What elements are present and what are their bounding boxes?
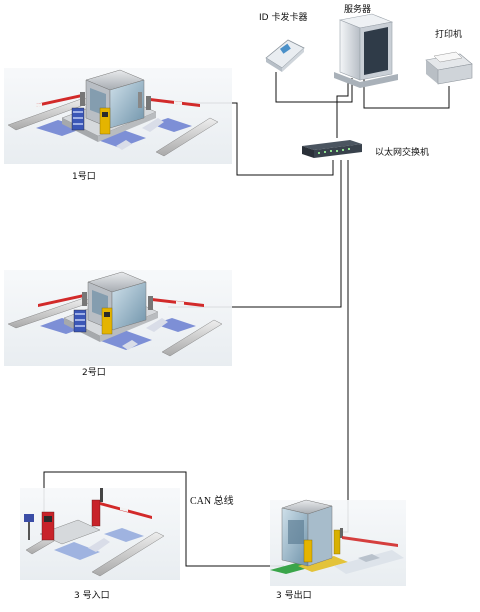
gate1-label: 1号口: [72, 172, 96, 182]
can-bus-label: CAN 总线: [190, 496, 234, 507]
ethernet-switch-device: [302, 140, 362, 158]
gate1-illustration: [4, 68, 232, 164]
id-card-issuer-device: [265, 39, 305, 72]
id-card-issuer-label: ID 卡发卡器: [259, 13, 308, 23]
printer-device: [425, 51, 473, 85]
gate3-entry-label: 3 号入口: [74, 591, 110, 601]
printer-label: 打印机: [435, 30, 463, 40]
gate2-label: 2号口: [82, 368, 106, 378]
gate3-exit-illustration: [270, 499, 406, 586]
gate3-exit-label: 3 号出口: [276, 591, 312, 601]
server-device: [334, 13, 398, 88]
server-label: 服务器: [344, 5, 372, 15]
printer-link: [363, 78, 450, 109]
gate3-entry-illustration: [20, 488, 180, 580]
gate2-illustration: [4, 270, 232, 366]
ethernet-switch-label: 以太网交换机: [375, 148, 430, 158]
card-issuer-link: [275, 72, 353, 103]
server-switch-link: [336, 78, 349, 138]
can-bus-line: [43, 471, 284, 567]
